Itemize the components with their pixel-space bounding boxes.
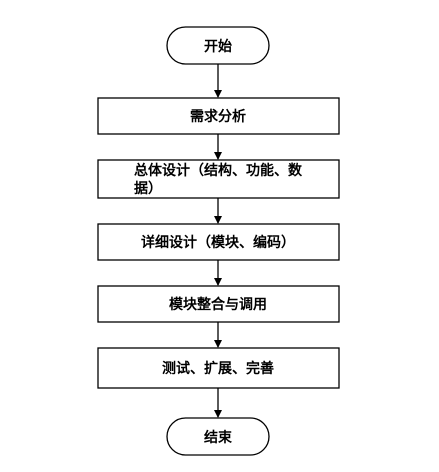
step-3-label: 详细设计（模块、编码）	[141, 234, 295, 251]
step-requirements-analysis: 需求分析	[97, 97, 340, 135]
end-node: 结束	[166, 417, 270, 456]
step-1-label: 需求分析	[190, 108, 246, 125]
end-label: 结束	[204, 429, 233, 446]
start-label: 开始	[204, 38, 232, 55]
step-2-label-line-2: 据）	[134, 180, 162, 197]
step-testing: 测试、扩展、完善	[97, 347, 340, 389]
step-overall-design: 总体设计（结构、功能、数 据）	[97, 159, 340, 199]
step-5-label: 测试、扩展、完善	[162, 360, 274, 377]
step-2-label-line-1: 总体设计（结构、功能、数	[134, 162, 303, 179]
step-4-label: 模块整合与调用	[169, 296, 267, 313]
start-node: 开始	[166, 26, 270, 65]
step-detailed-design: 详细设计（模块、编码）	[97, 223, 340, 261]
step-module-integration: 模块整合与调用	[97, 285, 340, 323]
